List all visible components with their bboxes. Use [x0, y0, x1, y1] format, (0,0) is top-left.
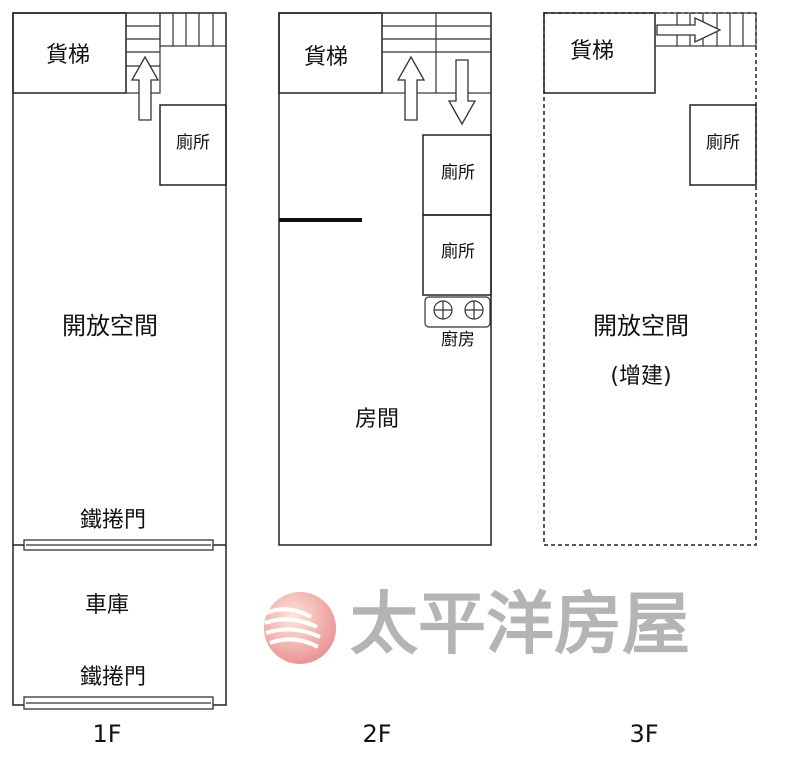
toilet-3f: [689, 104, 757, 186]
room-label: 房間: [355, 407, 399, 432]
floor-label-1f: 1F: [92, 720, 121, 748]
down-arrow-icon: [447, 59, 477, 126]
elevator-label: 貨梯: [570, 39, 614, 64]
toilet-label: 廁所: [706, 132, 740, 153]
staircase-1f: [125, 12, 227, 121]
extension-note: (增建): [610, 364, 671, 389]
staircase-3f: [654, 12, 757, 47]
garage-label: 車庫: [85, 593, 129, 618]
toilet-2f-2: [422, 214, 492, 296]
shutter-label: 鐵捲門: [80, 508, 146, 533]
floor-2f: 貨梯 廁所 廁所 廚房 房間 2F: [278, 12, 492, 748]
toilet-label: 廁所: [441, 162, 475, 183]
elevator-3f: [543, 12, 656, 94]
up-arrow-icon: [396, 55, 426, 121]
shutter-label: 鐵捲門: [80, 665, 146, 690]
floor-label-3f: 3F: [629, 720, 658, 748]
watermark: 太平洋房屋: [264, 585, 690, 665]
watermark-logo-icon: [264, 592, 336, 664]
floor-label-2f: 2F: [362, 720, 391, 748]
up-arrow-icon: [130, 55, 160, 121]
open-space-label: 開放空間: [62, 312, 158, 340]
open-space-label: 開放空間: [593, 312, 689, 340]
staircase-2f: [381, 12, 492, 126]
floor-1f: 貨梯 廁所 開放空間 鐵捲門 車庫 鐵捲門 1F: [12, 12, 227, 748]
watermark-text: 太平洋房屋: [350, 585, 690, 665]
toilet-label: 廁所: [176, 132, 210, 153]
elevator-label: 貨梯: [304, 45, 348, 70]
stove-icon: [424, 296, 491, 328]
toilet-label: 廁所: [441, 241, 475, 262]
floor-3f: 貨梯 廁所 開放空間 (增建) 3F: [543, 12, 757, 748]
kitchen-label: 廚房: [441, 329, 475, 350]
right-arrow-icon: [656, 16, 722, 44]
elevator-label: 貨梯: [46, 43, 90, 68]
toilet-1f: [159, 104, 227, 186]
